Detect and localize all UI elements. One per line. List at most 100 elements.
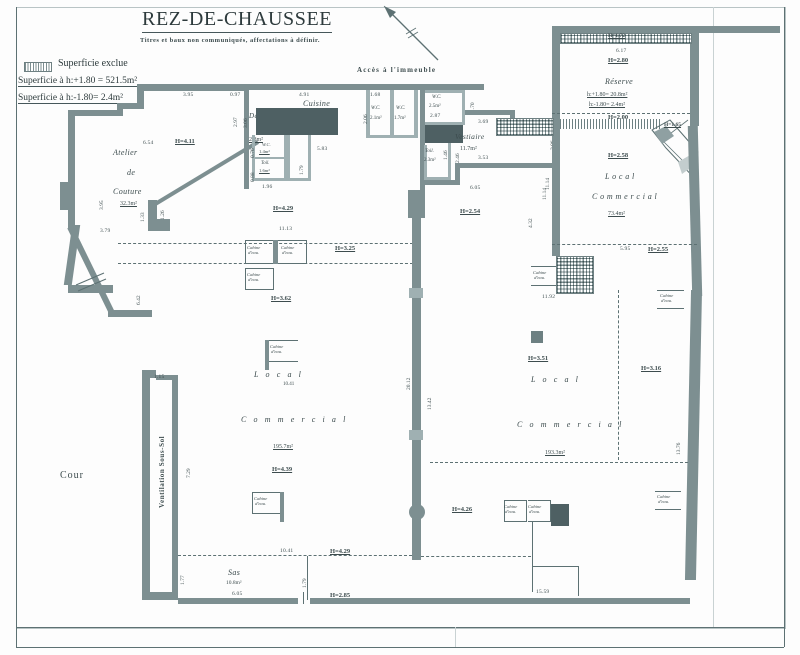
wall-left-lower-h <box>108 310 152 317</box>
sheet-divider-right <box>713 7 714 627</box>
room-degt-area: 2.8m² <box>249 137 263 143</box>
room-wc2-area: 1.7m² <box>394 116 406 121</box>
room-vestiaire-area: 11.7m² <box>460 146 477 152</box>
wall-center-vertical <box>412 190 421 560</box>
cab-lcright-label: Cabine d'eau. <box>533 270 546 281</box>
cab-br1-label: Cabine d'eau. <box>504 504 517 515</box>
cabine-sub-text-9: d'eau. <box>529 509 541 515</box>
dim-1559: 15.59 <box>536 589 550 595</box>
dim-297: 2.97 <box>233 117 239 127</box>
room-wc3-area: 1.4m² <box>259 149 270 154</box>
dim-654: 6.54 <box>143 140 154 146</box>
dim-729: 7.29 <box>186 468 192 478</box>
wall-vent-bot <box>142 592 178 600</box>
page-subtitle: Titres et baux non communiqués, affectat… <box>140 37 320 44</box>
lc-low-dash-v <box>618 290 619 460</box>
sheet-frame-bottom2 <box>16 647 784 648</box>
lower-right-sas-v2 <box>578 566 579 596</box>
dim-605-vest: 6.05 <box>470 185 481 191</box>
dim-168: 1.68 <box>370 92 381 98</box>
wall-vest-botl2 <box>420 180 460 185</box>
wall-toil-right-box-r <box>308 135 311 181</box>
sheet-frame-bottom-rule <box>16 627 784 628</box>
cabine-sub-text-8: d'eau. <box>505 509 517 515</box>
room-lc-low-l1: L o c a l <box>531 375 581 384</box>
center-column-circle <box>409 504 425 520</box>
page-title: REZ-DE-CHAUSSEE <box>142 8 333 33</box>
sheet-divider-bottom <box>455 627 456 647</box>
room-reserve: Réserve <box>605 77 634 86</box>
room-wc4: W.C. <box>432 95 442 100</box>
wall-degt-top <box>244 84 374 90</box>
room-sas: Sas <box>228 568 241 577</box>
wall-atelier-mid-post <box>148 200 157 222</box>
reserve-top-hatch <box>560 33 692 44</box>
dim-126: 1.26 <box>160 210 166 220</box>
wall-atelier-top <box>137 84 247 91</box>
wall-wc4-box-b <box>425 122 465 125</box>
room-wc1-area: 2.1m² <box>370 116 382 121</box>
cab-m4-post <box>265 340 269 370</box>
stair-band <box>560 119 660 129</box>
room-cuisine: Cuisine <box>303 99 331 108</box>
cab-m3-top <box>245 268 273 269</box>
wall-atelier-left-bump <box>60 182 75 210</box>
cabine-sub-text-6: d'eau. <box>271 349 283 355</box>
lower-right-sas-h <box>532 566 578 567</box>
height-atelier: H=4.11 <box>175 138 195 145</box>
room-toil1: Toil. <box>261 161 270 166</box>
wall-reserve-top <box>552 26 780 33</box>
wall-reserve-right <box>690 26 699 126</box>
room-reserve-up: h:+1.80= 20.8m² <box>587 92 628 98</box>
dim-369: 3.69 <box>478 119 489 125</box>
cab-m2-right <box>306 240 307 264</box>
cab-m5-post <box>280 492 284 522</box>
cab-br-block <box>551 504 569 526</box>
height-lc-right: H=2.58 <box>608 152 629 159</box>
cabine-sub-text-10: d'eau. <box>658 499 670 505</box>
cabine-sub-text-3: d'eau. <box>248 250 260 256</box>
height-lc-right-low: H=2.55 <box>648 246 669 253</box>
room-sas-area: 10.8m² <box>226 580 242 586</box>
wall-vest-botl <box>455 163 460 183</box>
wall-atelier-diag <box>68 285 113 293</box>
wall-atelier-left <box>68 110 75 228</box>
room-toil2-area: 2.3m² <box>424 158 436 163</box>
dim-595: 5.95 <box>620 246 631 252</box>
wall-center-cap <box>408 190 425 218</box>
legend-hatch-swatch <box>24 62 52 72</box>
wall-wc-pair-r <box>414 90 418 138</box>
cab-br2-top <box>528 500 550 501</box>
height-low-2: H=3.16 <box>641 365 662 372</box>
wall-vent-right <box>172 375 178 597</box>
dim-177: 1.77 <box>180 575 186 585</box>
dim-097: 0.97 <box>230 92 241 98</box>
cabine-text: Cabine <box>533 270 547 275</box>
height-low-1: H=3.51 <box>528 355 549 362</box>
cab-br1-bot <box>504 521 526 522</box>
lc-right-hatch <box>556 256 594 294</box>
height-bottom-2: H=2.85 <box>330 592 351 599</box>
dim-395-top: 3.95 <box>183 92 194 98</box>
dim-1041-top: 10.41 <box>280 548 294 554</box>
height-stair: H=1.65 <box>664 122 682 128</box>
bottom-dash-top <box>178 555 412 556</box>
wall-vest-bot <box>455 163 555 168</box>
cab-br2-right <box>550 500 551 522</box>
cabine-sub-text: d'eau. <box>534 275 546 281</box>
bottom-tick <box>303 592 304 604</box>
dim-583: 5.83 <box>317 146 328 152</box>
height-mid-2: H=3.25 <box>335 245 356 252</box>
cab-m3-bot <box>245 289 273 290</box>
sheet-frame-right-rule <box>784 7 785 647</box>
wall-atelier-step-v <box>137 84 144 109</box>
height-top-strip: H=1.72 <box>608 33 626 39</box>
cab-m-post <box>273 240 278 264</box>
cabine-text-9: Cabine <box>528 504 542 509</box>
dim-179: 1.79 <box>299 165 305 175</box>
legend-area-above: Superficie à h:+1.80 = 521.5m² <box>18 76 138 87</box>
wall-wc4-box-r <box>462 90 465 125</box>
bottom-dash-top-r <box>421 556 531 557</box>
height-mid-1: H=4.29 <box>273 205 294 212</box>
